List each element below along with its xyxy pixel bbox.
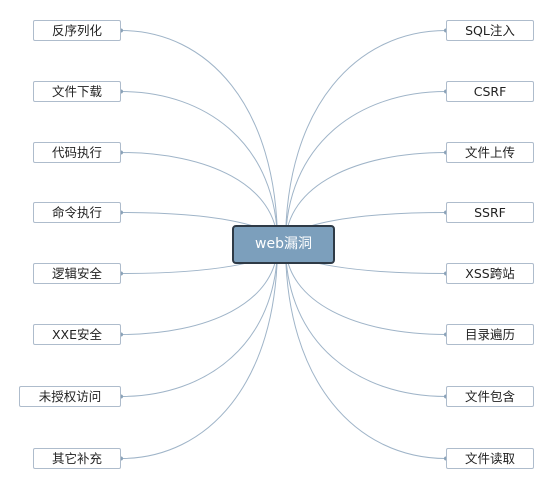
branch-left-deserialization[interactable]: 反序列化 [33, 20, 121, 41]
branch-left-unauthorized-access[interactable]: 未授权访问 [19, 386, 121, 407]
connector-line [120, 244, 278, 397]
connector-line [120, 152, 278, 245]
branch-right-file-inclusion[interactable]: 文件包含 [446, 386, 534, 407]
branch-left-file-download[interactable]: 文件下载 [33, 81, 121, 102]
central-topic[interactable]: web漏洞 [232, 225, 335, 264]
connector-line [285, 244, 447, 397]
connector-line [285, 91, 447, 245]
branch-right-ssrf[interactable]: SSRF [446, 202, 534, 223]
branch-left-logic-security[interactable]: 逻辑安全 [33, 263, 121, 284]
connector-line [120, 30, 278, 245]
branch-right-csrf[interactable]: CSRF [446, 81, 534, 102]
branch-right-file-upload[interactable]: 文件上传 [446, 142, 534, 163]
connector-line [120, 91, 278, 245]
branch-left-xxe-security[interactable]: XXE安全 [33, 324, 121, 345]
connector-line [120, 244, 278, 335]
branch-right-xss[interactable]: XSS跨站 [446, 263, 534, 284]
branch-right-file-read[interactable]: 文件读取 [446, 448, 534, 469]
connector-line [285, 244, 447, 335]
connector-line [285, 152, 447, 245]
branch-right-sql-injection[interactable]: SQL注入 [446, 20, 534, 41]
branch-right-directory-traversal[interactable]: 目录遍历 [446, 324, 534, 345]
connector-line [285, 244, 447, 459]
connector-line [285, 30, 447, 245]
branch-left-code-execution[interactable]: 代码执行 [33, 142, 121, 163]
branch-left-other-supplements[interactable]: 其它补充 [33, 448, 121, 469]
connector-line [120, 244, 278, 459]
branch-left-command-execution[interactable]: 命令执行 [33, 202, 121, 223]
